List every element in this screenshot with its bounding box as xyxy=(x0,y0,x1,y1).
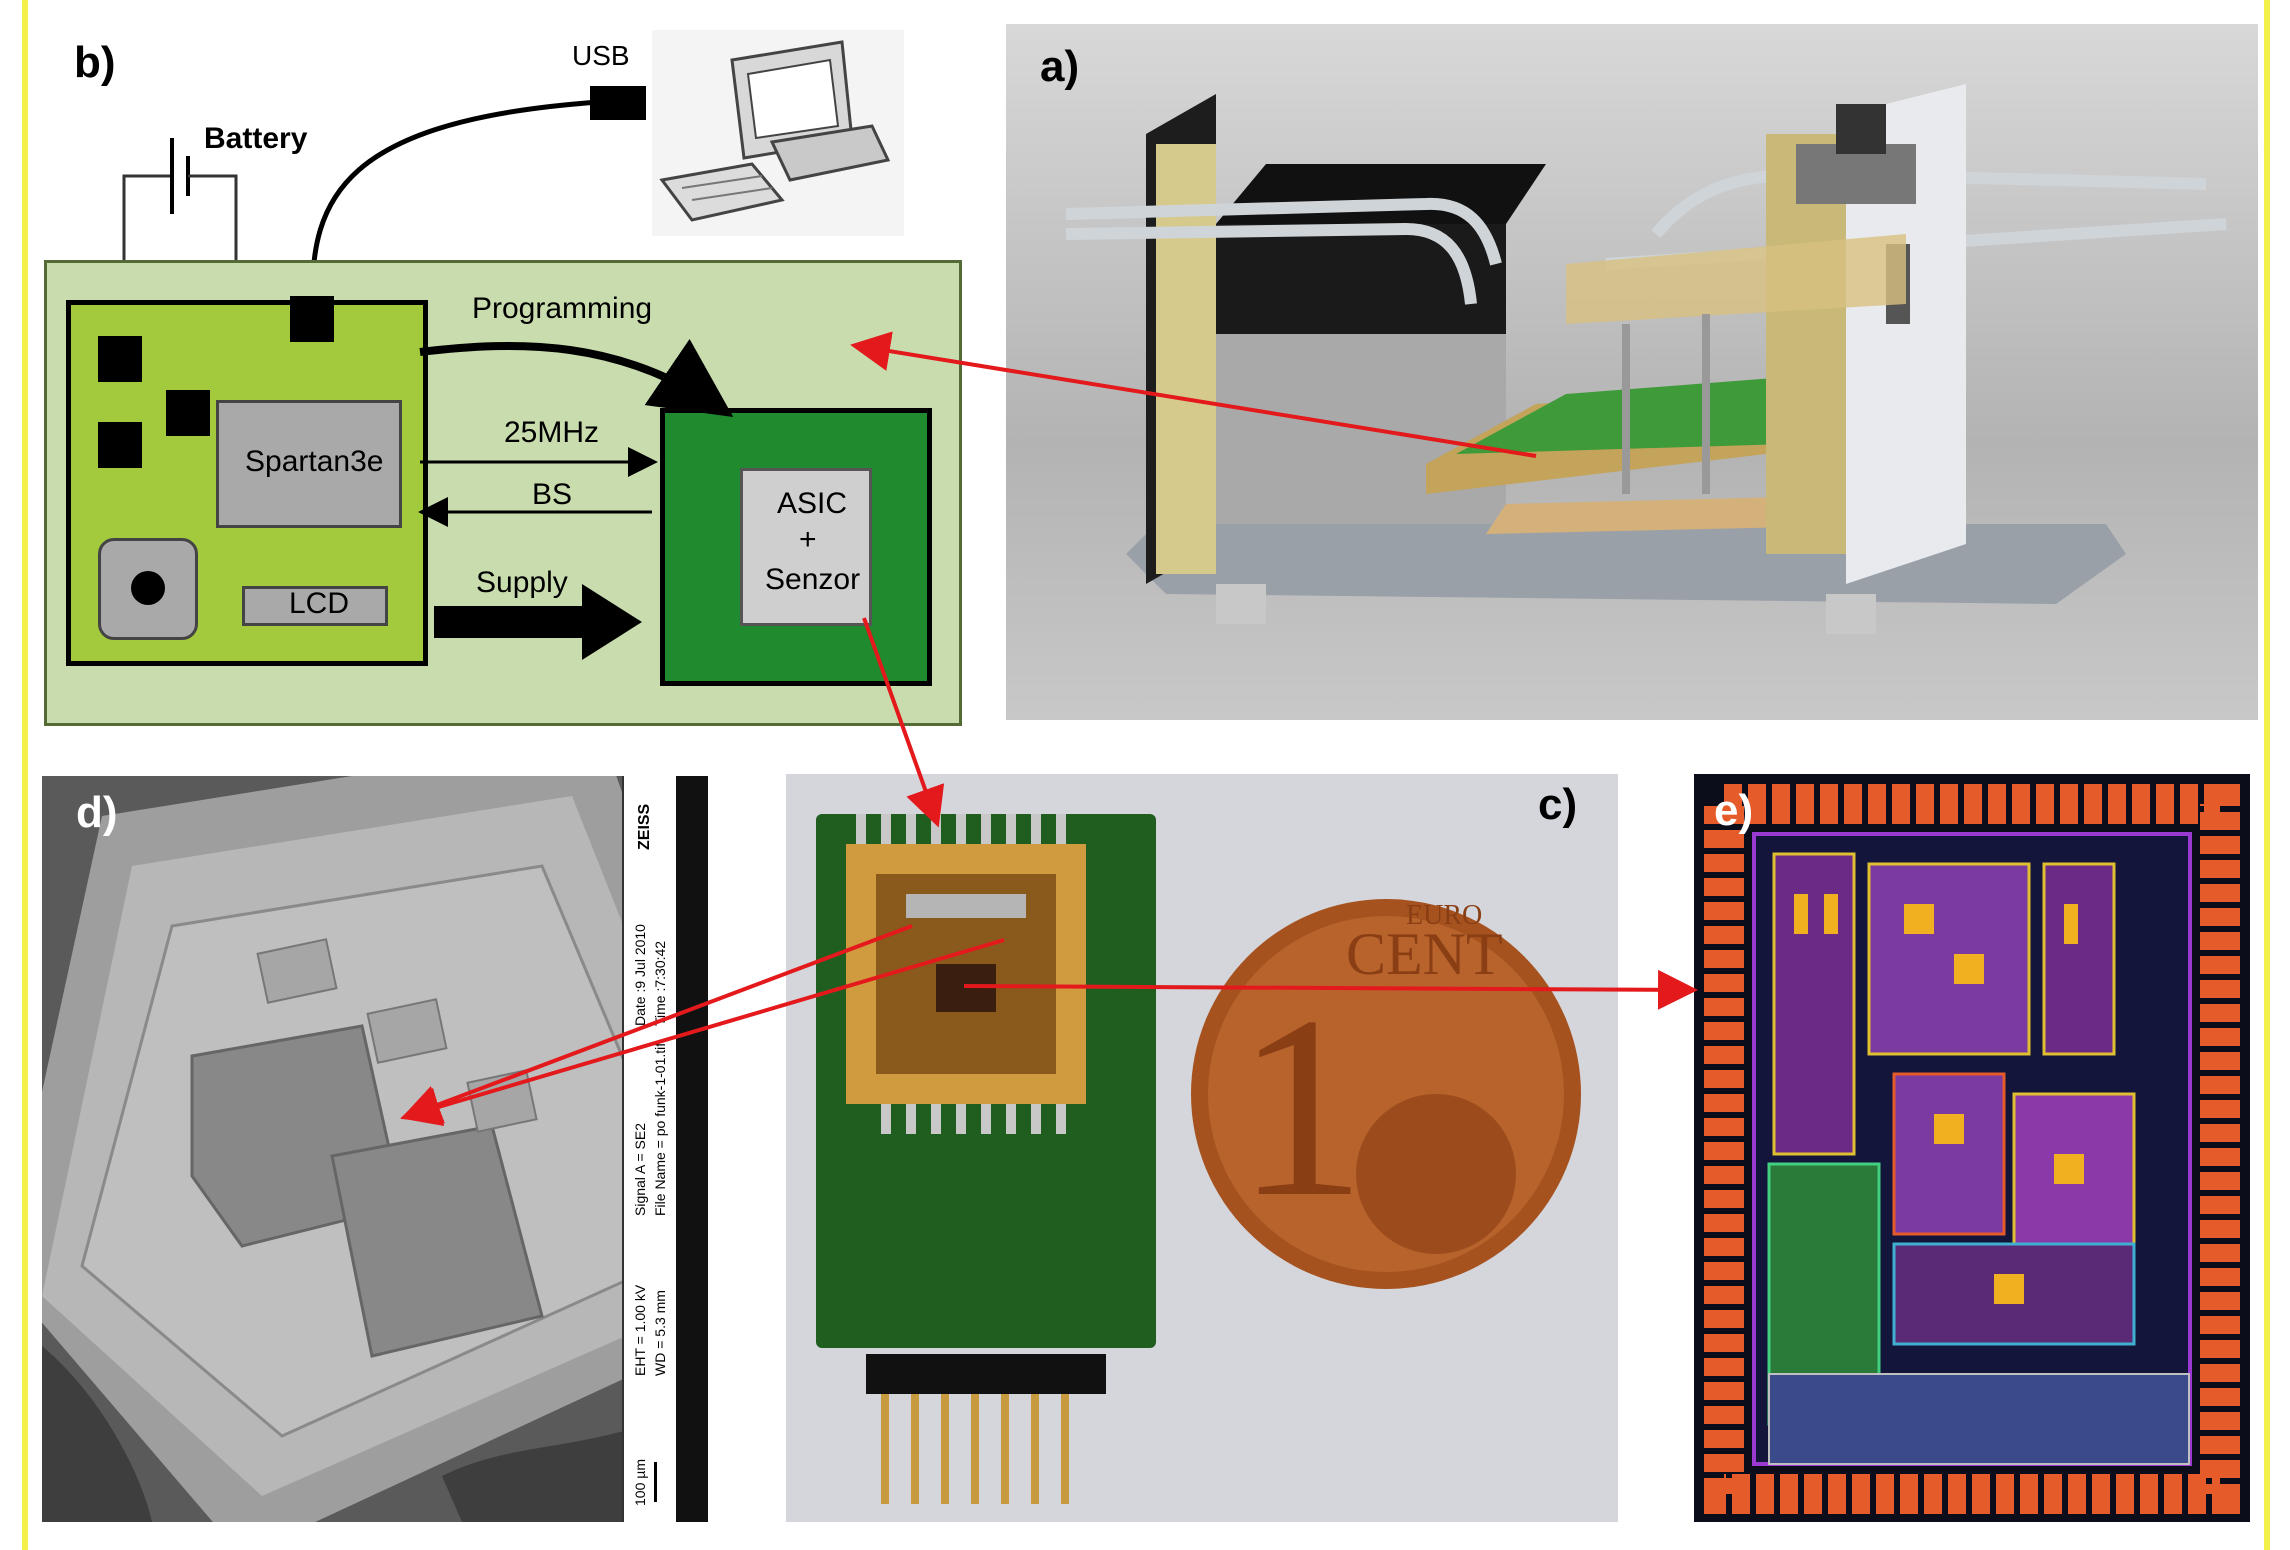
panel-a-render: a) xyxy=(1006,24,2258,720)
sem-eht: EHT = 1.00 kV xyxy=(632,1284,648,1376)
panel-e-label: e) xyxy=(1714,786,1754,835)
usb-label: USB xyxy=(572,40,630,71)
device-enclosure-render xyxy=(1065,84,2227,634)
panel-d-label: d) xyxy=(76,788,118,837)
sem-scale-label: 100 µm xyxy=(632,1459,648,1506)
sem-file: File Name = po funk-1-01.tif xyxy=(652,1042,668,1216)
right-edge-stripe xyxy=(2264,0,2270,1550)
chip-and-coin-photo: 1 CENT EURO xyxy=(816,814,1581,1504)
component-chip xyxy=(98,336,142,382)
sem-black-strip xyxy=(676,776,708,1522)
panel-c-label: c) xyxy=(1538,780,1578,829)
sem-time: Time :7:30:42 xyxy=(652,940,668,1026)
component-chip xyxy=(98,422,142,468)
panel-e-layout: e) xyxy=(1694,774,2250,1522)
panel-b-label: b) xyxy=(74,38,116,87)
supply-label: Supply xyxy=(476,566,568,599)
spartan-chip: Spartan3e xyxy=(216,400,402,528)
programming-label: Programming xyxy=(472,292,653,325)
panel-c-photo: c) 1 CENT EURO xyxy=(786,774,1618,1522)
sem-info-bar: ZEISS Date :9 Jul 2010 Time :7:30:42 Sig… xyxy=(622,776,678,1522)
coin-euro: EURO xyxy=(1406,900,1482,931)
spartan-label: Spartan3e xyxy=(245,445,384,478)
sem-micrograph xyxy=(42,776,708,1522)
battery-circuit xyxy=(122,138,238,260)
sem-brand: ZEISS xyxy=(636,803,653,850)
sem-wd: WD = 5.3 mm xyxy=(652,1290,668,1376)
asic-sensor-chip: ASIC + Senzor xyxy=(740,468,872,626)
panel-a-label: a) xyxy=(1040,42,1080,91)
bs-label: BS xyxy=(532,478,573,511)
usb-connector xyxy=(290,296,334,342)
left-edge-stripe xyxy=(22,0,28,1550)
signal-arrows xyxy=(418,338,734,660)
asic-label-line1: ASIC xyxy=(777,487,848,520)
computer-icon xyxy=(652,30,904,236)
lcd-label: LCD xyxy=(289,587,350,620)
asic-label-line3: Senzor xyxy=(765,563,861,596)
sem-date: Date :9 Jul 2010 xyxy=(632,924,648,1026)
frequency-label: 25MHz xyxy=(504,416,600,449)
sem-signal: Signal A = SE2 xyxy=(632,1122,648,1216)
supply-arrow xyxy=(434,584,642,660)
coin-cent: CENT xyxy=(1346,921,1503,987)
component-chip xyxy=(166,390,210,436)
lcd-display: LCD xyxy=(242,586,388,626)
panel-d-sem: d) xyxy=(42,776,708,1522)
ic-layout xyxy=(1694,774,2250,1522)
coin-value: 1 xyxy=(1236,963,1366,1251)
battery-label: Battery xyxy=(204,122,308,155)
rotary-knob xyxy=(98,538,198,640)
sem-scale-bar xyxy=(654,1462,657,1502)
programming-arrow xyxy=(419,338,734,417)
asic-label-line2: + xyxy=(799,523,817,556)
